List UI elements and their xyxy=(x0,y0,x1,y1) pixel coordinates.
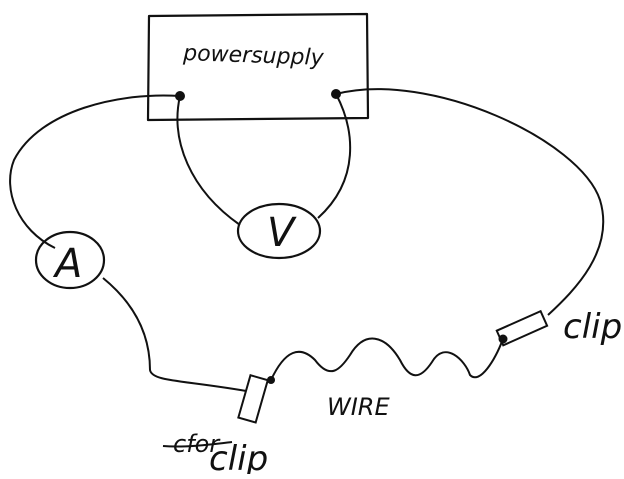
wire-voltmeter-left xyxy=(176,95,241,226)
wire-left-lead xyxy=(9,94,181,249)
power-supply-label: powersupply xyxy=(182,41,325,71)
wire-voltmeter-right xyxy=(317,93,352,219)
wire-label: WIRE xyxy=(327,393,390,421)
wire-ammeter-to-clip xyxy=(102,277,253,393)
strike-through xyxy=(162,441,233,448)
clip-right-label: clip xyxy=(563,307,622,347)
ammeter-circle xyxy=(34,230,106,290)
voltmeter-circle xyxy=(236,202,322,260)
clip-bottom xyxy=(237,373,270,424)
ammeter-label: A xyxy=(52,241,82,287)
voltmeter-label: V xyxy=(267,210,297,256)
wire-right-lead xyxy=(335,88,605,316)
power-supply-box xyxy=(146,12,370,122)
wire-under-test xyxy=(270,337,504,381)
clip-bottom-label: clip xyxy=(209,439,268,474)
